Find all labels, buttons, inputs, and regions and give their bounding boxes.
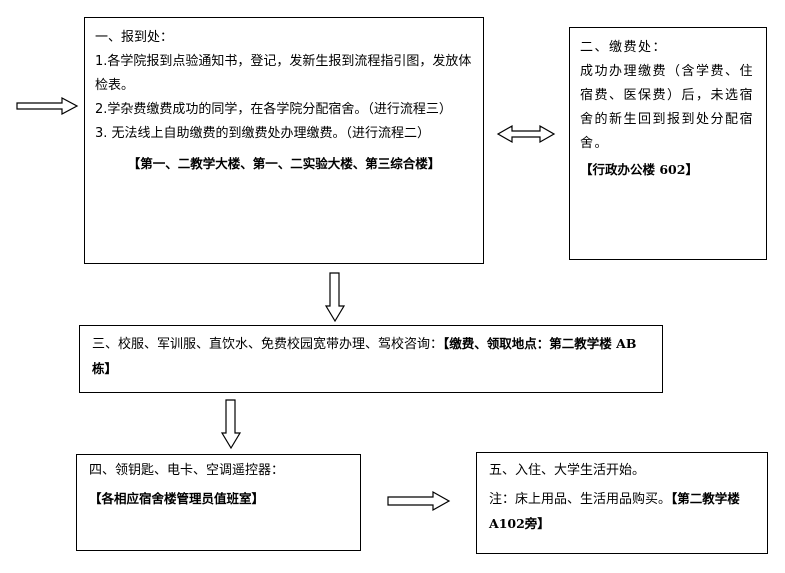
registration-item-2: 2.学杂费缴费成功的同学，在各学院分配宿舍。（进行流程三） bbox=[95, 102, 452, 117]
keys-heading: 四、领钥匙、电卡、空调遥控器： bbox=[89, 463, 285, 478]
down-arrow-icon-2 bbox=[220, 399, 242, 450]
payment-step-box: 二、缴费处： 成功办理缴费（含学费、住宿费、医保费）后，未选宿舍的新生回到报到处… bbox=[569, 27, 767, 260]
uniforms-text: 三、校服、军训服、直饮水、免费校园宽带办理、驾校咨询：【缴费、领取地点：第二教学… bbox=[92, 332, 652, 382]
double-arrow-icon bbox=[496, 124, 556, 144]
registration-item-3: 3. 无法线上自助缴费的到缴费处办理缴费。（进行流程二） bbox=[95, 126, 431, 141]
move-in-note-line: 注：床上用品、生活用品购买。【第二教学楼 A102旁】 bbox=[489, 487, 757, 537]
down-arrow-icon-1 bbox=[324, 272, 346, 323]
entry-arrow-right-icon bbox=[16, 97, 79, 115]
keys-location: 【各相应宿舍楼管理员值班室】 bbox=[89, 491, 265, 506]
move-in-location: 【第二教学楼 A102旁】 bbox=[489, 491, 740, 531]
move-in-heading: 五、入住、大学生活开始。 bbox=[489, 463, 646, 478]
uniforms-step-box: 三、校服、军训服、直饮水、免费校园宽带办理、驾校咨询：【缴费、领取地点：第二教学… bbox=[79, 325, 663, 393]
uniforms-location: 【缴费、领取地点：第二教学楼 AB栋】 bbox=[92, 336, 637, 376]
registration-heading: 一、报到处： bbox=[95, 30, 174, 45]
registration-location: 【第一、二教学大楼、第一、二实验大楼、第三综合楼】 bbox=[127, 156, 441, 171]
move-in-note: 注：床上用品、生活用品购买。 bbox=[489, 492, 672, 507]
move-in-step-box: 五、入住、大学生活开始。 注：床上用品、生活用品购买。【第二教学楼 A102旁】 bbox=[476, 452, 768, 554]
payment-body: 成功办理缴费（含学费、住宿费、医保费）后，未选宿舍的新生回到报到处分配宿舍。 bbox=[580, 64, 755, 151]
payment-heading: 二、缴费处： bbox=[580, 40, 668, 55]
uniforms-body: 三、校服、军训服、直饮水、免费校园宽带办理、驾校咨询： bbox=[92, 337, 444, 352]
registration-item-1: 1.各学院报到点验通知书，登记，发新生报到流程指引图，发放体检表。 bbox=[95, 54, 472, 93]
keys-step-box: 四、领钥匙、电卡、空调遥控器： 【各相应宿舍楼管理员值班室】 bbox=[76, 454, 361, 551]
registration-step-box: 一、报到处： 1.各学院报到点验通知书，登记，发新生报到流程指引图，发放体检表。… bbox=[84, 17, 484, 264]
payment-location: 【行政办公楼 602】 bbox=[580, 162, 698, 177]
right-arrow-icon bbox=[387, 490, 451, 512]
